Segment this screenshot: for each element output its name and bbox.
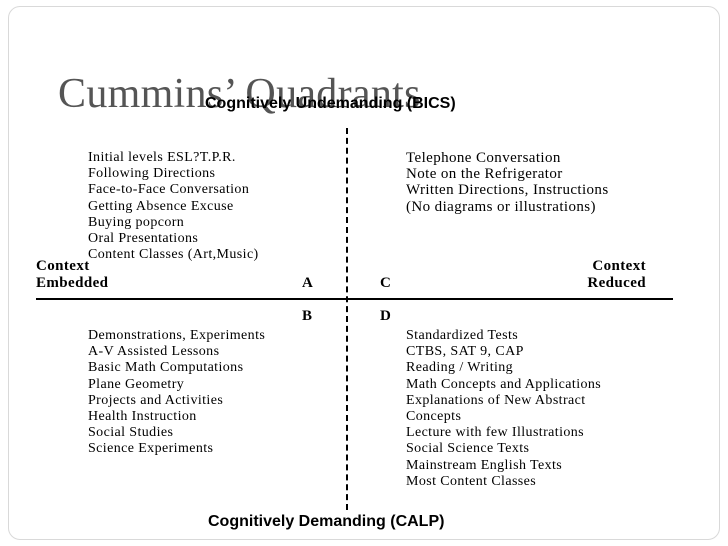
list-item: Telephone Conversation xyxy=(406,150,561,166)
quadrant-letter-a: A xyxy=(302,275,313,291)
quadrant-b-list: Demonstrations, Experiments A-V Assisted… xyxy=(88,328,265,458)
list-item: CTBS, SAT 9, CAP xyxy=(406,344,524,360)
list-item: Face-to-Face Conversation xyxy=(88,182,250,198)
quadrant-c-list: Telephone Conversation Note on the Refri… xyxy=(406,150,609,215)
list-item: Basic Math Computations xyxy=(88,360,244,376)
quadrant-d-list: Standardized Tests CTBS, SAT 9, CAP Read… xyxy=(406,328,601,490)
left-axis-label-line2: Embedded xyxy=(36,275,109,291)
vertical-dashed-axis xyxy=(346,128,348,510)
quadrant-letter-c: C xyxy=(380,275,391,291)
right-axis-label-line1: Context xyxy=(592,258,646,274)
list-item: A-V Assisted Lessons xyxy=(88,344,220,360)
list-item: Oral Presentations xyxy=(88,231,199,247)
list-item: Social Studies xyxy=(88,425,174,441)
list-item: (No diagrams or illustrations) xyxy=(406,198,596,215)
list-item: Most Content Classes xyxy=(406,473,537,489)
list-item: Getting Absence Excuse xyxy=(88,198,234,214)
list-item: Plane Geometry xyxy=(88,376,185,392)
list-item: Math Concepts and Applications xyxy=(406,376,602,392)
top-axis-heading: Cognitively Undemanding (BICS) xyxy=(205,95,456,112)
list-item: Mainstream English Texts xyxy=(406,457,563,473)
right-axis-label-line2: Reduced xyxy=(587,275,646,291)
left-axis-label-line1: Context xyxy=(36,258,90,274)
slide-title: Cummins’ Quadrants xyxy=(58,71,421,118)
list-item: Content Classes (Art,Music) xyxy=(88,247,259,263)
slide-frame xyxy=(8,6,720,540)
bottom-axis-heading: Cognitively Demanding (CALP) xyxy=(208,513,445,530)
list-item: Demonstrations, Experiments xyxy=(88,328,266,343)
right-axis-label: Context Reduced xyxy=(568,258,646,292)
list-item: Note on the Refrigerator xyxy=(406,166,563,183)
list-item: Explanations of New Abstract xyxy=(406,392,586,408)
list-item: Science Experiments xyxy=(88,441,214,457)
list-item: Following Directions xyxy=(88,166,216,182)
list-item: Reading / Writing xyxy=(406,360,514,376)
quadrant-letter-d: D xyxy=(380,308,391,324)
list-item: Projects and Activities xyxy=(88,392,224,408)
list-item: Social Science Texts xyxy=(406,441,530,457)
quadrant-letter-b: B xyxy=(302,308,313,324)
list-item: Buying popcorn xyxy=(88,214,185,230)
horizontal-axis xyxy=(36,298,673,300)
list-item: Initial levels ESL?T.P.R. xyxy=(88,150,236,165)
left-axis-label: Context Embedded xyxy=(36,258,108,292)
quadrant-a-list: Initial levels ESL?T.P.R. Following Dire… xyxy=(88,150,259,263)
list-item: Health Instruction xyxy=(88,409,197,425)
list-item: Concepts xyxy=(406,409,462,425)
list-item: Lecture with few Illustrations xyxy=(406,425,585,441)
list-item: Standardized Tests xyxy=(406,328,519,343)
list-item: Written Directions, Instructions xyxy=(406,182,609,199)
